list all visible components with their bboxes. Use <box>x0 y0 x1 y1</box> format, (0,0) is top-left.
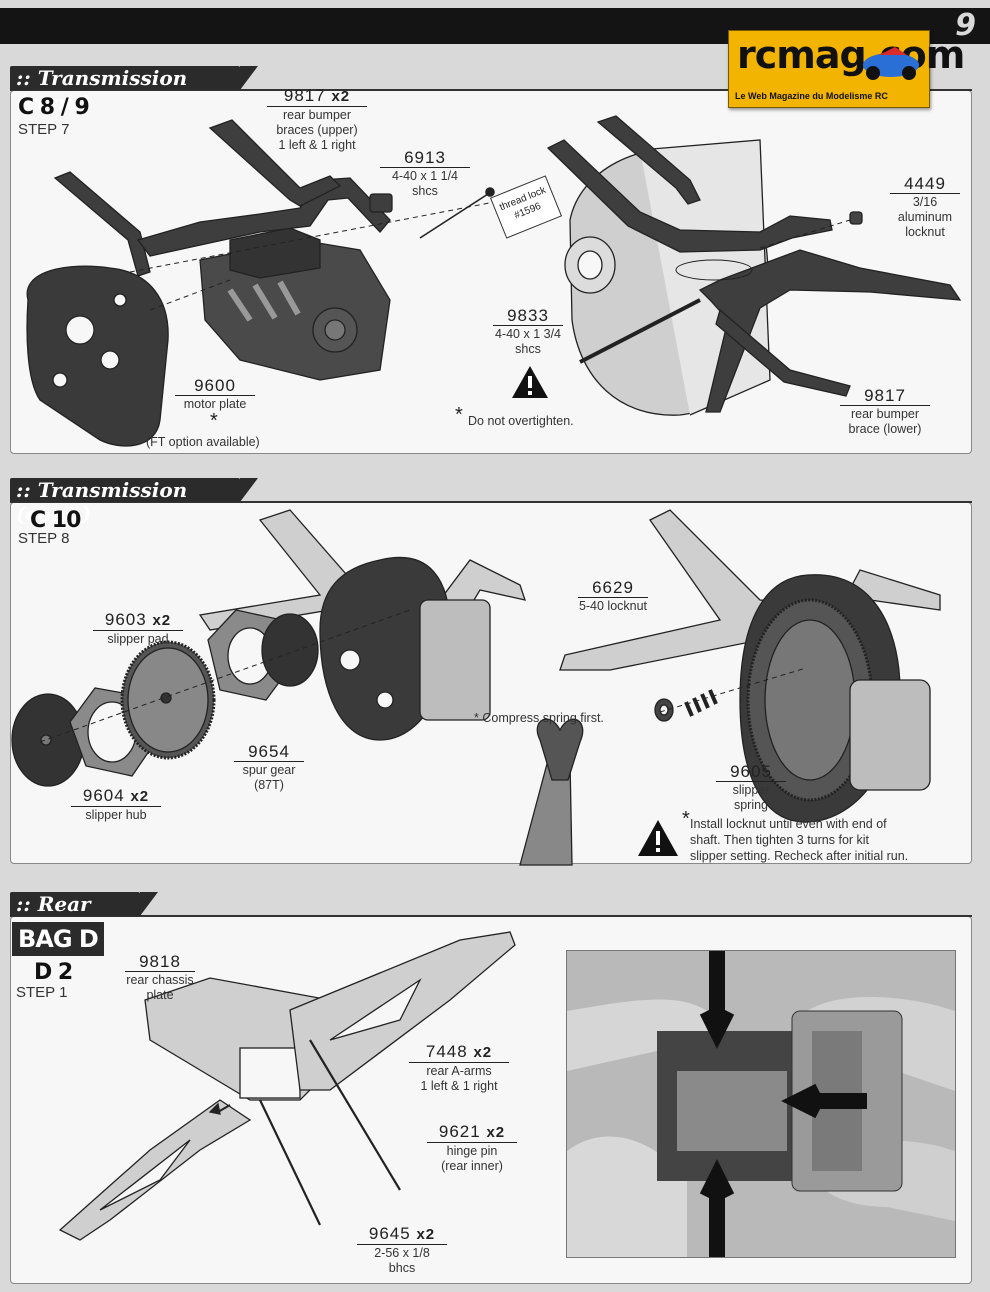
step-code-2: C 10 <box>30 508 81 533</box>
install-locknut-note: Install locknut until even with end of s… <box>690 817 909 863</box>
upper-brace-right-art <box>546 115 833 253</box>
part-label-6629: 6629 5-40 locknut <box>578 578 648 613</box>
warning-icon <box>512 366 548 398</box>
bag-label: BAG D <box>12 922 104 956</box>
slipper-spring-9605-art <box>684 689 718 717</box>
assembly-photo-art <box>567 951 955 1257</box>
compress-spring-note: * Compress spring first. <box>474 711 604 725</box>
slipper-hub-right-art <box>261 613 319 687</box>
section-rule-3 <box>10 915 972 917</box>
page-number: 9 <box>955 8 976 43</box>
ft-option-note: (FT option available) <box>146 435 260 449</box>
motor-plate-9600-art <box>26 265 169 447</box>
warning-icon <box>638 820 678 856</box>
rear-arm-lower-art <box>58 1099 252 1241</box>
logo-brand: rcmag.com <box>737 33 965 77</box>
part-label-9603: 9603 x2 slipper pad <box>78 610 198 647</box>
part-label-9817-upper: 9817 x2 rear bumper braces (upper) 1 lef… <box>242 86 392 153</box>
locknut-6629-art <box>654 698 674 722</box>
logo-tagline: Le Web Magazine du Modelisme RC <box>735 91 888 101</box>
step-code-3: D 2 <box>34 960 73 985</box>
section-rule-1 <box>10 89 972 91</box>
asterisk-icon: * <box>210 410 218 432</box>
step-label-3: STEP 1 <box>16 984 68 1001</box>
part-label-9833: 9833 4-40 x 1 3/4 shcs <box>493 306 563 356</box>
asterisk-icon: * <box>682 808 690 830</box>
part-label-6913: 6913 4-40 x 1 1/4 shcs <box>370 148 480 199</box>
lower-brace-9817-art <box>698 249 962 413</box>
step-code-1: C 8 / 9 <box>18 95 90 120</box>
part-label-9605: 9605 slipper spring <box>706 762 796 813</box>
part-label-9600: 9600 motor plate <box>160 376 270 412</box>
screw-6913-art <box>419 187 495 239</box>
step-label-2: STEP 8 <box>18 530 70 547</box>
section-title-2: :: Transmission (cont.) <box>16 478 188 526</box>
part-label-9817-lower: 9817 rear bumper brace (lower) <box>826 386 944 437</box>
pliers-art <box>519 718 584 866</box>
part-label-4449: 4449 3/16 aluminum locknut <box>880 174 970 240</box>
car-icon <box>863 47 919 80</box>
gearbox-section2-art <box>198 509 526 741</box>
rear-chassis-plate-9818-art <box>144 977 341 1101</box>
part-label-9645: 9645 x2 2-56 x 1/8 bhcs <box>344 1224 460 1276</box>
overtighten-note: Do not overtighten. <box>468 414 574 428</box>
section-title-1: :: Transmission (cont.) <box>16 66 188 114</box>
part-label-9654: 9654 spur gear (87T) <box>224 742 314 793</box>
part-label-7448: 7448 x2 rear A-arms 1 left & 1 right <box>394 1042 524 1094</box>
rcmag-logo: rcmag.com Le Web Magazine du Modelisme R… <box>728 30 965 108</box>
upper-brace-9817-art <box>53 119 393 277</box>
asterisk-icon: * <box>455 404 463 426</box>
section-header-1: :: Transmission (cont.) <box>10 66 258 114</box>
gearbox-section2-right-art <box>559 509 941 823</box>
section-header-2: :: Transmission (cont.) <box>10 478 258 526</box>
assembly-photo <box>566 950 956 1258</box>
part-number: 9817 x2 <box>283 86 351 105</box>
part-label-9818: 9818 rear chassis plate <box>125 952 195 1002</box>
section-rule-2 <box>10 501 972 503</box>
rear-arm-upper-art <box>289 931 516 1091</box>
slipper-hub-9604-art <box>11 693 85 787</box>
step-label-1: STEP 7 <box>18 121 70 138</box>
hinge-pin-art <box>259 1039 401 1226</box>
gearbox-left-art <box>199 227 391 381</box>
part-label-9621: 9621 x2 hinge pin (rear inner) <box>412 1122 532 1174</box>
spur-gear-9654-art <box>120 640 216 760</box>
part-label-9604: 9604 x2 slipper hub <box>56 786 176 823</box>
